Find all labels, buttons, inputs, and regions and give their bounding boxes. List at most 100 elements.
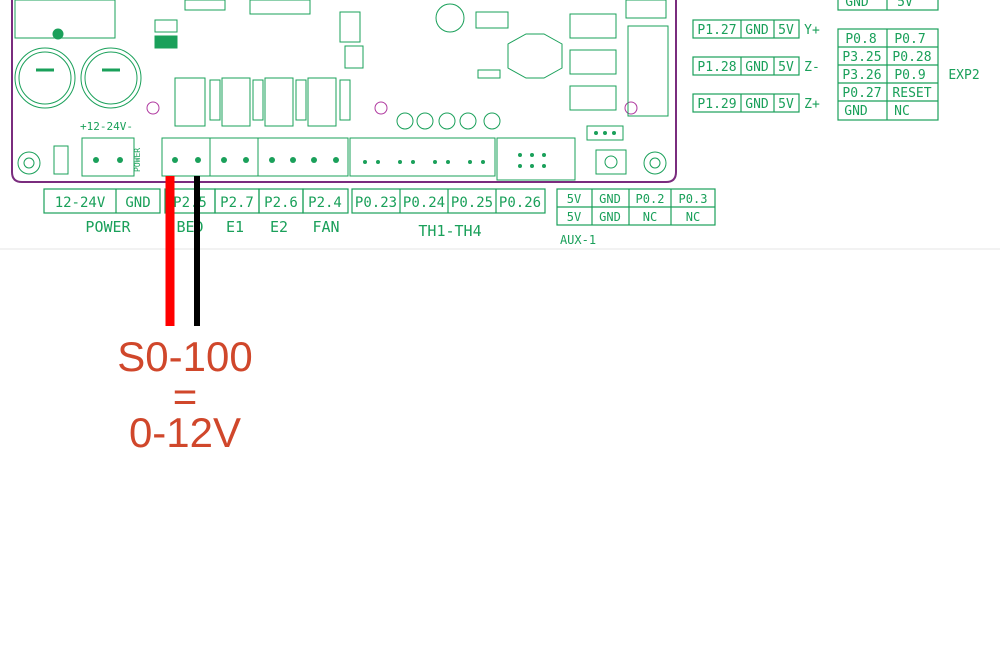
endstop-zmax-label: Z+ [804,97,820,112]
mosfet-e2 [264,77,294,127]
capacitor-c13-inner [84,51,138,105]
connector-j13 [569,85,617,111]
group-label-e1: E1 [226,218,244,236]
connector-j10 [569,13,617,39]
pin-e1: P2.7 [220,195,254,211]
buzzer-octagon [507,33,563,79]
power-jack-outline [14,0,116,39]
smd-part-6 [475,11,509,29]
endstop-zmax-pin: P1.29 [697,97,736,112]
group-label-aux1: AUX-1 [560,233,596,247]
smd-part-5 [339,11,361,43]
endstop-y-label: Y+ [804,23,820,38]
pin-fan: P2.4 [308,195,342,211]
pin-th2: P0.24 [403,195,445,211]
endstop-zmax-gnd: GND [745,97,769,112]
aux-pin-r2c2: GND [599,210,621,224]
mosfet-fan [307,77,337,127]
smd-part-1 [154,19,178,33]
aux-pin-r2c1: 5V [567,210,581,224]
exp2-r2-c1: P0.28 [892,50,931,65]
endstop-boxes [692,19,800,113]
terminal-bed [161,137,211,177]
pin-power-vin: 12-24V [55,195,106,211]
group-label-fan: FAN [312,218,339,236]
pin-th3: P0.25 [451,195,493,211]
smd-part-2 [154,35,178,49]
exp2-r0-c0: GND [845,0,869,10]
resistor-array-2 [252,79,264,121]
endstop-y-5v: 5V [778,23,794,38]
connector-top-right [625,0,667,19]
endstop-zmax-5v: 5V [778,97,794,112]
aux-pin-r2c3: NC [643,210,657,224]
power-jack-dot [52,28,64,40]
power-vertical-silk: POWER [133,148,142,172]
capacitor-c12-inner [18,51,72,105]
resistor-array-1 [209,79,221,121]
exp2-r4-c0: P0.27 [842,86,881,101]
cap-small-4 [459,112,477,130]
annotation-equals: = [172,373,198,420]
smd-part-4 [249,0,311,15]
aux-pin-r1c1: 5V [567,192,581,206]
board-drawing [11,0,677,183]
terminal-aux [496,137,576,181]
cap-small-2 [416,112,434,130]
exp2-table [837,0,939,121]
crystal [435,3,465,33]
pin-e2: P2.6 [264,195,298,211]
pin-power-gnd: GND [125,195,150,211]
group-label-thermistors: TH1-TH4 [418,222,481,240]
bottom-pin-strip [43,188,716,226]
group-label-e2: E2 [270,218,288,236]
mounting-hole-right-inner [649,157,661,169]
capacitor-c12 [14,47,76,109]
pin-th1: P0.23 [355,195,397,211]
exp2-label: EXP2 [948,68,979,83]
exp2-r5-c1: NC [894,104,910,119]
resistor-array-4 [339,79,351,121]
mosfet-e1 [221,77,251,127]
aux-pin-r1c2: GND [599,192,621,206]
cap-small-1 [396,112,414,130]
connector-exp-header [627,25,669,117]
endstop-y-pin: P1.27 [697,23,736,38]
exp2-r3-c1: P0.9 [894,68,925,83]
reset-button [595,149,627,175]
exp2-r0-c1: 5V [897,0,913,10]
mosfet-bed [174,77,206,127]
aux-pin-r2c4: NC [686,210,700,224]
via-2 [374,101,388,115]
endstop-zmin-pin: P1.28 [697,60,736,75]
endstop-zmin-5v: 5V [778,60,794,75]
terminal-e2-fan [257,137,349,177]
exp2-r4-c1: RESET [892,86,931,101]
exp2-r5-c0: GND [844,104,868,119]
aux-pin-r1c4: P0.3 [679,192,708,206]
resistor-array-3 [295,79,307,121]
connector-j11 [569,49,617,75]
fuse-block [53,145,69,175]
terminal-e1 [209,137,259,177]
endstop-zmin-gnd: GND [745,60,769,75]
terminal-dots [93,131,616,168]
terminal-power [81,137,135,177]
aux-pin-r1c3: P0.2 [636,192,665,206]
jumper-j2 [344,45,364,69]
exp2-r3-c0: P3.26 [842,68,881,83]
exp2-r2-c0: P3.25 [842,50,881,65]
pin-th4: P0.26 [499,195,541,211]
endstop-zmin-label: Z- [804,60,820,75]
terminal-thermistors [349,137,496,177]
via-3 [624,101,638,115]
mounting-hole-right [643,151,667,175]
cap-small-5 [483,112,501,130]
header-small [586,125,624,141]
smd-part-7 [477,69,501,79]
exp2-r1-c0: P0.8 [845,32,876,47]
power-terminal-silk: +12-24V- [80,120,133,133]
reset-button-circle [604,155,618,169]
annotation-voltage-range: 0-12V [128,409,242,456]
